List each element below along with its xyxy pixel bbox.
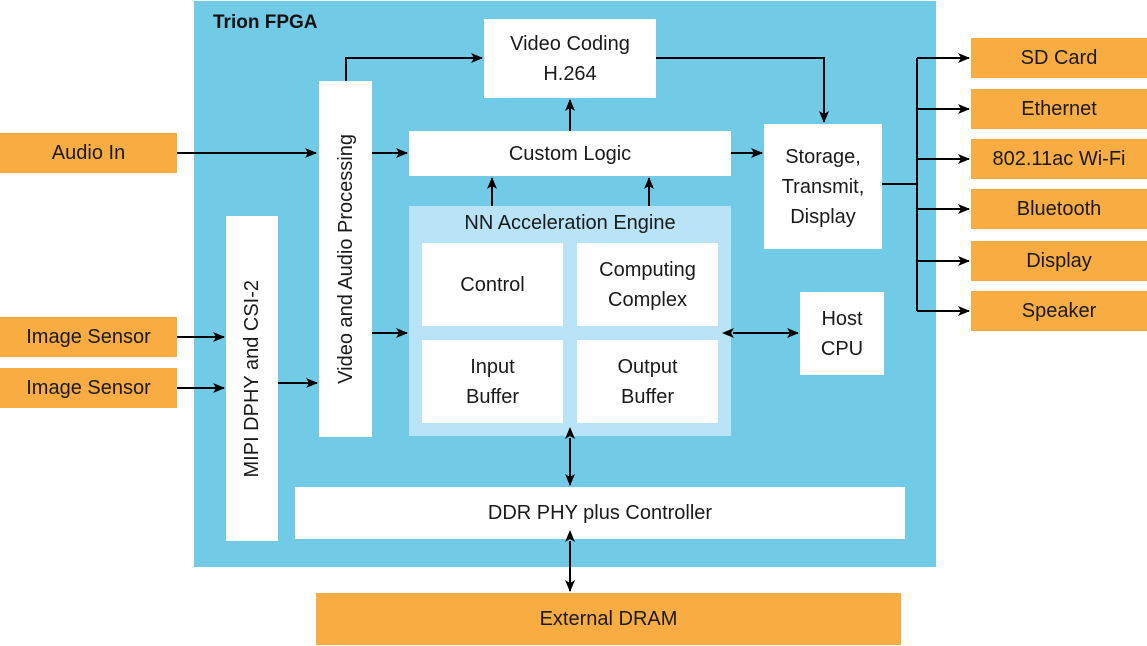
output-display-label: Display bbox=[1026, 249, 1092, 272]
storage-transmit-display-block: Storage, Transmit, Display bbox=[764, 124, 882, 249]
output-ethernet: Ethernet bbox=[971, 89, 1147, 129]
output-speaker: Speaker bbox=[971, 291, 1147, 331]
nn-computing-label-line2: Complex bbox=[608, 288, 687, 311]
output-sd-card: SD Card bbox=[971, 38, 1147, 78]
video-coding-sublabel: H.264 bbox=[543, 62, 597, 85]
image-sensor-2-label: Image Sensor bbox=[26, 376, 151, 399]
output-speaker-label: Speaker bbox=[1021, 299, 1097, 322]
audio-in-block: Audio In bbox=[0, 133, 177, 173]
nn-control-label: Control bbox=[460, 273, 525, 296]
nn-output-label-line1: Output bbox=[617, 355, 678, 378]
storage-label-line1: Storage, bbox=[785, 145, 861, 168]
image-sensor-2-block: Image Sensor bbox=[0, 368, 177, 408]
custom-logic-label: Custom Logic bbox=[508, 142, 632, 165]
nn-computing-label-line1: Computing bbox=[599, 258, 696, 281]
fpga-title: Trion FPGA bbox=[213, 12, 318, 33]
output-display: Display bbox=[971, 241, 1147, 281]
nn-input-buffer-block: Input Buffer bbox=[422, 340, 563, 423]
output-bluetooth: Bluetooth bbox=[971, 189, 1147, 229]
nn-input-label-line2: Buffer bbox=[466, 385, 519, 408]
host-cpu-label-line1: Host bbox=[821, 307, 863, 330]
nn-engine-title: NN Acceleration Engine bbox=[464, 212, 676, 234]
ddr-controller-block: DDR PHY plus Controller bbox=[295, 487, 905, 539]
audio-in-label: Audio In bbox=[51, 141, 126, 164]
image-sensor-1-label: Image Sensor bbox=[26, 325, 151, 348]
video-audio-processing-block: Video and Audio Processing bbox=[319, 81, 372, 437]
mipi-label: MIPI DPHY and CSI-2 bbox=[241, 279, 263, 478]
external-dram-label: External DRAM bbox=[539, 607, 678, 630]
storage-label-line3: Display bbox=[790, 205, 856, 228]
host-cpu-block: Host CPU bbox=[800, 292, 884, 375]
external-dram-block: External DRAM bbox=[316, 593, 901, 645]
output-wifi: 802.11ac Wi-Fi bbox=[971, 139, 1147, 179]
host-cpu-label-line2: CPU bbox=[820, 337, 864, 360]
custom-logic-block: Custom Logic bbox=[409, 131, 731, 176]
nn-output-buffer-block: Output Buffer bbox=[577, 340, 718, 423]
nn-input-label-line1: Input bbox=[470, 355, 515, 378]
output-bluetooth-label: Bluetooth bbox=[1016, 197, 1102, 220]
storage-label-line2: Transmit, bbox=[781, 175, 865, 198]
nn-control-block: Control bbox=[422, 243, 563, 326]
mipi-block: MIPI DPHY and CSI-2 bbox=[226, 216, 278, 541]
image-sensor-1-block: Image Sensor bbox=[0, 317, 177, 357]
output-ethernet-label: Ethernet bbox=[1021, 97, 1097, 120]
video-coding-label: Video Coding bbox=[510, 32, 630, 55]
nn-output-label-line2: Buffer bbox=[621, 385, 674, 408]
output-wifi-label: 802.11ac Wi-Fi bbox=[992, 147, 1126, 170]
nn-computing-complex-block: Computing Complex bbox=[577, 243, 718, 326]
video-audio-processing-label: Video and Audio Processing bbox=[334, 134, 357, 384]
ddr-controller-label: DDR PHY plus Controller bbox=[487, 502, 713, 524]
video-coding-block: Video Coding H.264 bbox=[484, 19, 656, 98]
output-sd-card-label: SD Card bbox=[1020, 46, 1098, 69]
